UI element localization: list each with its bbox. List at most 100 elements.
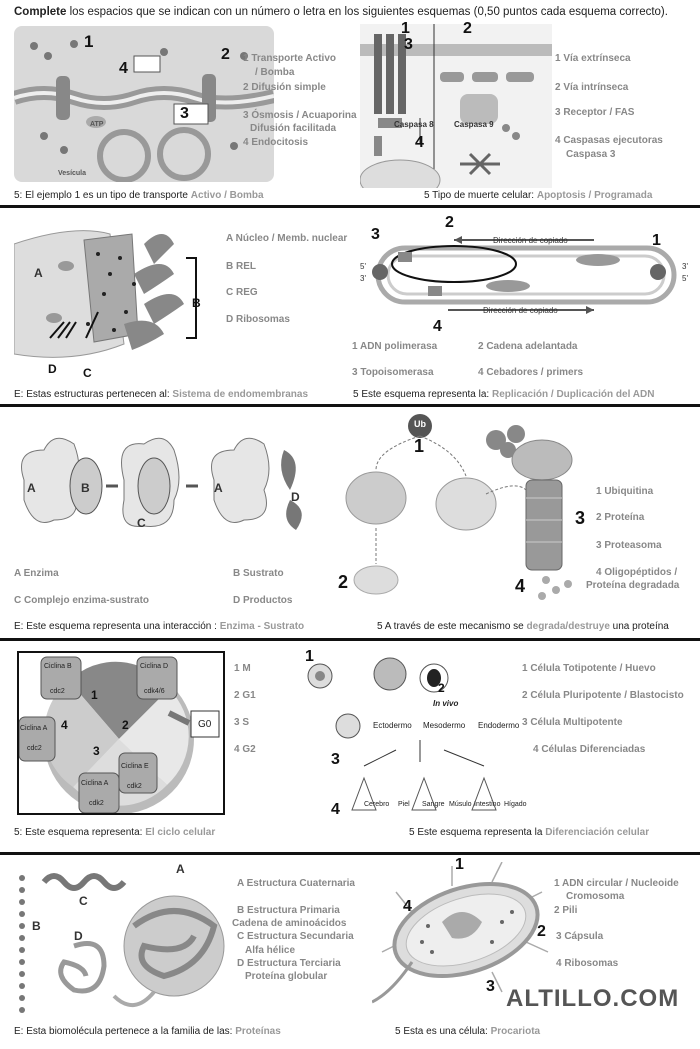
fig4-num-4: 4: [433, 318, 442, 335]
fig3-letter-d: D: [48, 362, 57, 376]
s3-left-label-0: A Enzima: [14, 568, 59, 579]
proteasome-figure: [345, 414, 573, 600]
fig2-num-3: 3: [404, 36, 413, 53]
fig6-num-3: 3: [575, 508, 586, 528]
s5-left-label-5: D Estructura Terciaria: [237, 958, 341, 969]
s5-left-label-6: Proteína globular: [245, 971, 328, 982]
section-divider-3: [0, 638, 700, 641]
cc-phase-4: 4: [61, 718, 68, 732]
s4-left-label-1: 2 G1: [234, 690, 256, 701]
s4-left-caption: 5: Este esquema representa: El ciclo cel…: [14, 827, 216, 838]
prot-letter-a: A: [176, 862, 185, 876]
s1-right-label-3: 4 Caspasas ejecutoras: [555, 135, 663, 146]
diff-num-2: 2: [438, 681, 445, 695]
fig5-letter-a-product: A: [214, 481, 223, 495]
s1-left-label-1: / Bomba: [255, 67, 295, 78]
s3-right-label-3: 4 Oligopéptidos /: [596, 567, 678, 578]
s4-right-label-1: 2 Célula Pluripotente / Blastocisto: [522, 690, 684, 701]
diff-higado: Hígado: [504, 801, 527, 808]
s5-right-label-0: 1 ADN circular / Nucleoide: [554, 878, 679, 889]
fig4-5prime-right: 5': [682, 274, 688, 283]
fig2-num-1: 1: [401, 20, 410, 37]
s5-left-label-1: B Estructura Primaria: [237, 905, 340, 916]
cc-cyclinE: Ciclina E: [121, 763, 149, 770]
s3-right-label-0: 1 Ubiquitina: [596, 486, 654, 497]
diff-musulo: Músulo: [449, 801, 472, 808]
s5-left-label-2: Cadena de aminoácidos: [232, 918, 347, 929]
s1-right-label-0: 1 Vía extrínseca: [555, 53, 631, 64]
fig5-letter-d: D: [291, 490, 300, 504]
fig4-5prime-left: 5': [360, 262, 366, 271]
cc-cdk46: cdk4/6: [144, 688, 165, 695]
fig4-3prime-right: 3': [682, 262, 688, 271]
diff-sangre: Sangre: [422, 801, 445, 808]
diff-num-1: 1: [305, 648, 314, 665]
prokaryote-figure: [372, 862, 549, 1004]
s5-right-label-2: 2 Pili: [554, 905, 578, 916]
fig6-num-2: 2: [338, 572, 349, 592]
s2-left-label-3: D Ribosomas: [226, 314, 290, 325]
s2-right-label-1: 2 Cadena adelantada: [478, 341, 578, 352]
endomembrane-figure: [14, 230, 197, 358]
fig5-letter-b: B: [81, 481, 90, 495]
s1-left-label-4: Difusión facilitada: [250, 123, 337, 134]
s4-left-label-3: 4 G2: [234, 744, 256, 755]
apoptosis-figure: [360, 24, 552, 188]
s3-right-caption: 5 A través de este mecanismo se degrada/…: [377, 621, 669, 632]
s2-left-caption: E: Estas estructuras pertenecen al: Sist…: [14, 389, 309, 400]
fig4-direction-bottom: Dirección de copiado: [483, 306, 558, 315]
cc-phase-2: 2: [122, 718, 129, 732]
fig1-num-2: 2: [221, 46, 230, 63]
s5-right-label-4: 4 Ribosomas: [556, 958, 619, 969]
fig2-caspase8-label: Caspasa 8: [394, 120, 434, 129]
prok-num-1: 1: [455, 856, 464, 873]
s2-left-label-2: C REG: [226, 287, 258, 298]
diff-endodermo: Endodermo: [478, 721, 520, 730]
fig1-num-4: 4: [119, 60, 128, 77]
diff-mesodermo: Mesodermo: [423, 721, 466, 730]
cc-cyclinD: Ciclina D: [140, 663, 169, 670]
cc-cdc2-2: cdc2: [27, 745, 42, 752]
fig1-num-1: 1: [84, 32, 94, 51]
fig6-num-4: 4: [515, 576, 526, 596]
s1-left-caption: 5: El ejemplo 1 es un tipo de transporte…: [14, 190, 264, 201]
s4-right-caption: 5 Este esquema representa la Diferenciac…: [409, 827, 650, 838]
fig1-num-3: 3: [180, 105, 189, 122]
fig4-num-3: 3: [371, 226, 380, 243]
cell-cycle-frame: [17, 651, 225, 815]
protein-structure-figure: [19, 873, 225, 1013]
fig3-letter-b: B: [192, 296, 201, 310]
s4-right-label-0: 1 Célula Totipotente / Huevo: [522, 663, 656, 674]
section-divider-1: [0, 205, 700, 208]
s1-right-label-1: 2 Vía intrínseca: [555, 82, 629, 93]
s4-left-label-2: 3 S: [234, 717, 250, 728]
cc-phase-1: 1: [91, 688, 98, 702]
diff-num-3: 3: [331, 751, 340, 768]
s5-right-label-3: 3 Cápsula: [556, 931, 604, 942]
prok-num-2: 2: [537, 923, 546, 940]
fig6-num-1: 1: [414, 436, 425, 456]
prot-letter-b: B: [32, 919, 41, 933]
s5-right-caption: 5 Esta es una célula: Procariota: [395, 1026, 541, 1037]
fig1-atp-label: ATP: [90, 121, 104, 128]
cc-phase-3: 3: [93, 744, 100, 758]
fig4-direction-top: Dirección de copiado: [493, 236, 568, 245]
s3-left-caption: E: Este esquema representa una interacci…: [14, 621, 305, 632]
s2-right-label-2: 3 Topoisomerasa: [352, 367, 434, 378]
replication-figure: [372, 236, 677, 314]
s1-left-label-0: 1 Transporte Activo: [243, 53, 336, 64]
enzyme-figure: [21, 437, 302, 530]
diff-piel: Piel: [398, 801, 410, 808]
section-divider-2: [0, 404, 700, 407]
cell-cycle-figure: [19, 656, 220, 813]
s3-right-label-4: Proteína degradada: [586, 580, 680, 591]
prok-num-4: 4: [403, 898, 412, 915]
cc-cdk2-1: cdk2: [127, 783, 142, 790]
section-divider-4: [0, 852, 700, 855]
fig5-letter-c: C: [137, 516, 146, 530]
fig2-caspase9-label: Caspasa 9: [454, 120, 494, 129]
s1-left-label-5: 4 Endocitosis: [243, 137, 309, 148]
fig5-letter-a: A: [27, 481, 36, 495]
s3-right-label-2: 3 Proteasoma: [596, 540, 662, 551]
fig4-num-2: 2: [445, 214, 454, 231]
